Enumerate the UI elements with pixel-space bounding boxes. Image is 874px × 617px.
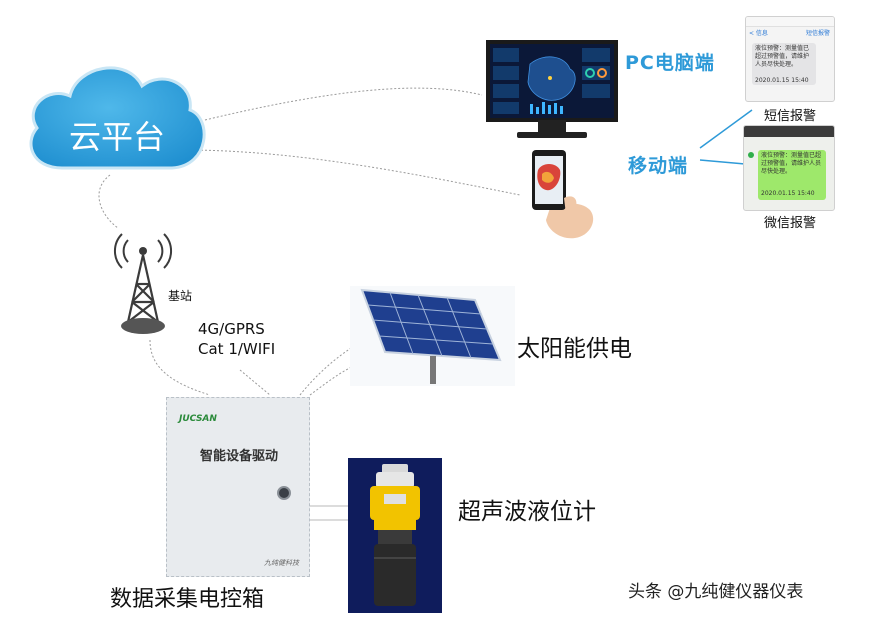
wechat-avatar-icon: [748, 152, 754, 158]
wechat-message-bubble: 液位预警：测量值已超过预警值，请维护人员尽快处理。: [758, 150, 826, 200]
monitor-stand: [538, 120, 566, 134]
dashboard-graphic: [490, 44, 614, 118]
arrow-to-wechat: [699, 159, 746, 165]
lock-knob-icon: [277, 486, 291, 500]
network-label: 4G/GPRS Cat 1/WIFI: [198, 319, 275, 359]
sms-details-link[interactable]: 短信报警: [806, 30, 831, 37]
solar-label: 太阳能供电: [517, 336, 632, 362]
control-box-label: 数据采集电控箱: [110, 587, 265, 612]
sms-screen: < 信息 短信报警 液位预警：测量值已超过预警值，请维护人员尽快处理。 2020…: [745, 16, 835, 102]
control-box: JUCSAN 智能设备驱动 九纯健科技: [166, 397, 310, 577]
link-cloud-pc: [204, 87, 483, 121]
monitor-screen: [486, 40, 618, 122]
brand-logo: JUCSAN: [179, 414, 217, 424]
arrow-to-sms: [699, 109, 753, 149]
watermark: 头条 @九纯健仪器仪表: [628, 582, 804, 602]
cell-tower-icon: [113, 233, 173, 334]
mobile-label: 移动端: [628, 155, 689, 177]
monitor-base: [517, 132, 587, 138]
wechat-screen: 液位预警：测量值已超过预警值，请维护人员尽快处理。 2020.01.15 15:…: [743, 125, 835, 211]
link-tower-box: [149, 339, 211, 396]
ultrasonic-level-meter-icon: [348, 458, 442, 613]
solar-panel-icon: [350, 286, 515, 386]
smartphone-in-hand-icon: [532, 150, 594, 239]
pc-label: PC电脑端: [625, 52, 715, 74]
network-line-1: 4G/GPRS: [198, 320, 265, 338]
sms-time: 2020.01.15 15:40: [755, 77, 809, 84]
link-cloud-mobile: [184, 149, 521, 196]
control-box-maker: 九纯健科技: [264, 559, 299, 567]
base-station-label: 基站: [168, 289, 193, 303]
cloud-label: 云平台: [68, 118, 165, 156]
wechat-top-bar: [744, 126, 834, 137]
link-solar-box-2: [299, 339, 366, 396]
sms-back-link[interactable]: < 信息: [749, 30, 768, 37]
wechat-time: 2020.01.15 15:40: [761, 190, 815, 197]
wechat-label: 微信报警: [764, 216, 817, 231]
control-box-title: 智能设备驱动: [199, 449, 278, 464]
link-net-box: [239, 369, 271, 396]
network-line-2: Cat 1/WIFI: [198, 340, 276, 358]
sms-status-bar: [746, 17, 834, 27]
cloud-icon: [29, 66, 206, 170]
sms-message-bubble: 液位预警：测量值已超过预警值，请维护人员尽快处理。: [752, 43, 816, 85]
link-cloud-tower: [98, 174, 119, 229]
sms-label: 短信报警: [764, 109, 817, 124]
sensor-label: 超声波液位计: [458, 499, 596, 525]
link-solar-box: [309, 361, 366, 396]
